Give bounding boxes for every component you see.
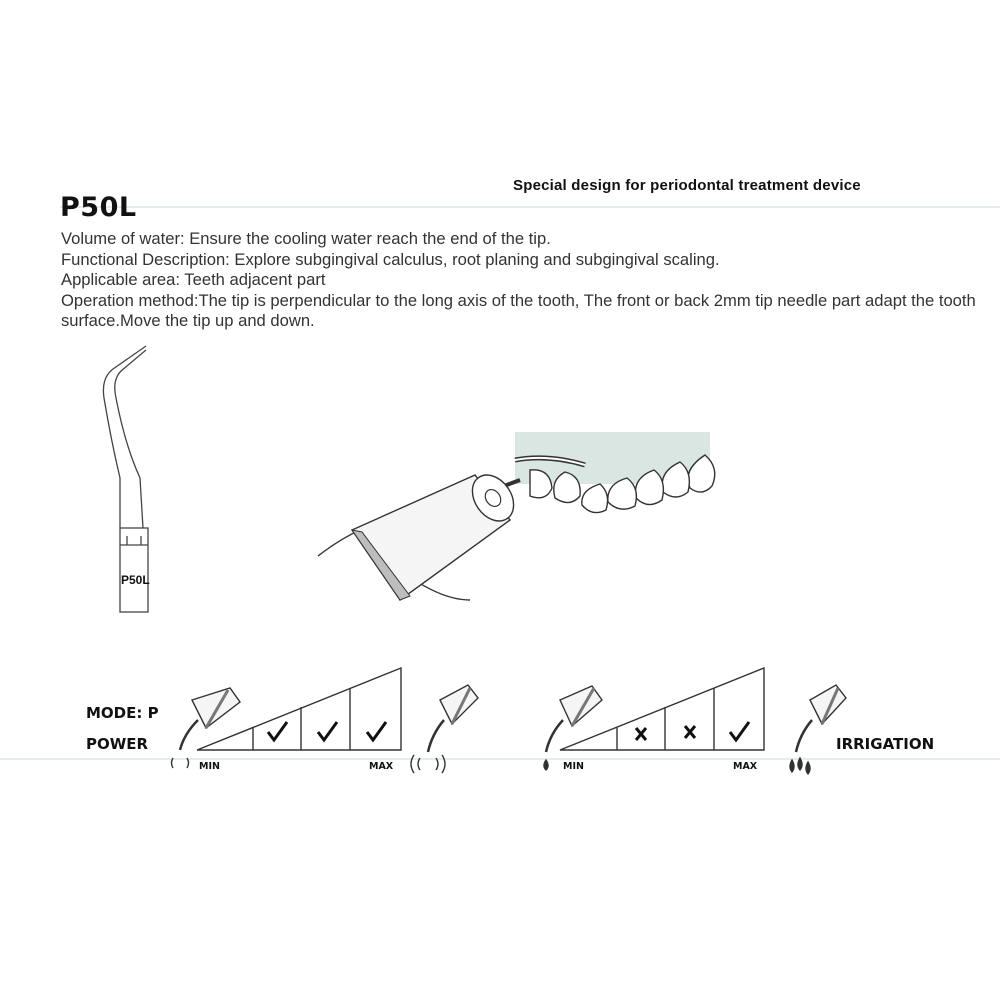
header-divider-line [60, 206, 1000, 208]
irrigation-level-1-cross-icon [634, 727, 648, 741]
model-title: P50L [60, 192, 137, 223]
power-min-label: MIN [199, 761, 220, 772]
description-water: Volume of water: Ensure the cooling wate… [61, 229, 551, 248]
description-operation: Operation method:The tip is perpendicula… [61, 290, 976, 331]
mode-label: MODE: P [86, 704, 159, 722]
handpiece-high-power-icon [410, 684, 479, 774]
settings-divider-line [0, 758, 1000, 760]
irrigation-min-label: MIN [563, 761, 584, 772]
power-max-label: MAX [369, 761, 394, 772]
handpiece-low-power-icon [170, 687, 241, 769]
irrigation-label: IRRIGATION [836, 735, 935, 753]
description-function: Functional Description: Explore subgingi… [61, 249, 720, 269]
handpiece-low-water-icon [543, 685, 603, 771]
description-block: Volume of water: Ensure the cooling wate… [61, 229, 981, 332]
power-level-2-check-icon [316, 721, 339, 743]
irrigation-level-2-cross-icon [683, 725, 697, 739]
handpiece-high-water-icon [789, 684, 847, 776]
description-area: Applicable area: Teeth adjacent part [61, 270, 326, 290]
power-level-1-check-icon [266, 721, 289, 743]
power-level-3-check-icon [365, 721, 388, 743]
tip-engraving: P50L [121, 573, 150, 587]
irrigation-level-3-check-icon [728, 721, 751, 743]
power-label: POWER [86, 735, 149, 753]
irrigation-max-label: MAX [733, 761, 758, 772]
page-subtitle: Special design for periodontal treatment… [513, 177, 861, 194]
